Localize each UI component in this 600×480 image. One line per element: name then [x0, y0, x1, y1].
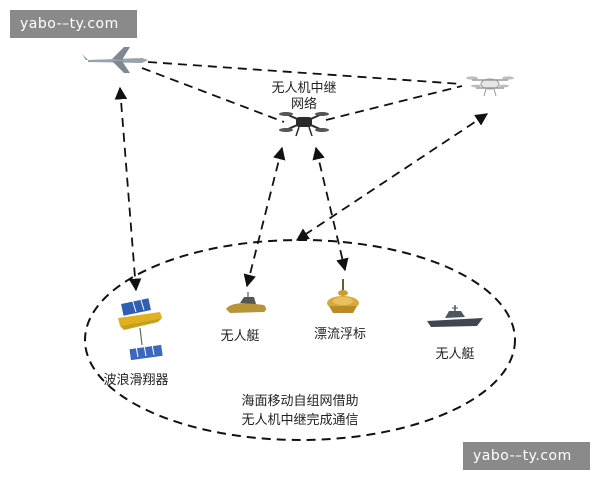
wave-glider-icon: [118, 296, 163, 361]
quadcopter-relay-icon: [279, 112, 329, 137]
link-relay-usv: [243, 146, 286, 288]
usv-right-label: 无人艇: [435, 347, 474, 362]
link-fixedwing-glider: [114, 86, 142, 292]
caption-line1: 海面移动自组网借助: [241, 394, 358, 409]
caption-line2: 无人机中继完成通信: [241, 413, 358, 428]
sea-network-ellipse: [84, 239, 516, 441]
link-fixedwing-relay: [141, 67, 285, 123]
relay-network-label-line2: 网络: [291, 96, 317, 112]
wave-glider-label: 波浪滑翔器: [103, 373, 168, 388]
watermark-bottom-right: yabo-–ty.com: [463, 442, 590, 470]
usv-left-label: 无人艇: [220, 329, 259, 344]
drift-buoy-icon: [327, 279, 359, 313]
link-relay-hexa: [325, 85, 463, 121]
warship-usv-icon: [427, 305, 483, 327]
drift-buoy-label: 漂流浮标: [314, 326, 366, 342]
relay-network-label-line1: 无人机中继: [271, 81, 336, 96]
hexacopter-icon: [466, 76, 514, 97]
link-lines: [114, 61, 489, 292]
link-relay-buoy: [312, 146, 349, 272]
usv-icon: [226, 292, 266, 313]
watermark-top-left: yabo-–ty.com: [10, 10, 137, 38]
fixed-wing-uav-icon: [82, 47, 148, 73]
link-hexa-network: [295, 113, 489, 241]
link-fixedwing-hexa: [147, 61, 463, 85]
